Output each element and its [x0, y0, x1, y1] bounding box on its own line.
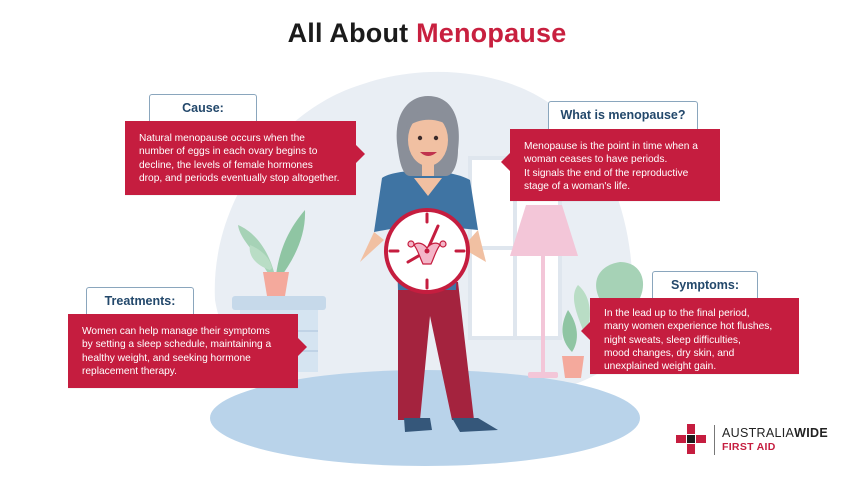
- logo-word2: WIDE: [794, 426, 829, 440]
- symptoms-heading: Symptoms:: [652, 271, 758, 300]
- treatments-line-3: healthy weight, and seeking hormone: [82, 352, 251, 364]
- cause-heading: Cause:: [149, 94, 257, 123]
- logo-sub: FIRST AID: [722, 441, 776, 453]
- treatments-card: Women can help manage their symptoms by …: [68, 314, 307, 388]
- symptoms-line-2: many women experience hot flushes,: [604, 321, 773, 333]
- treatments-line-4: replacement therapy.: [82, 365, 177, 377]
- what-card: Menopause is the point in time when a wo…: [501, 129, 720, 201]
- plant-right: [562, 262, 644, 378]
- uterus-icon: [407, 240, 447, 265]
- logo-cross-icon: [676, 424, 706, 454]
- page-title: All About Menopause: [0, 18, 854, 49]
- what-line-2: woman ceases to have periods.: [524, 154, 668, 166]
- what-line-4: stage of a woman's life.: [524, 180, 631, 192]
- symptoms-line-1: In the lead up to the final period,: [604, 308, 750, 319]
- treatments-line-2: by setting a sleep schedule, maintaining…: [82, 339, 272, 351]
- cause-line-2: number of eggs in each ovary begins to: [139, 146, 318, 158]
- treatments-line-1: Women can help manage their symptoms: [82, 326, 270, 337]
- title-highlight: Menopause: [416, 18, 567, 48]
- cause-card: Natural menopause occurs when the number…: [125, 121, 365, 195]
- symptoms-line-4: mood changes, dry skin, and: [604, 347, 735, 359]
- treatments-heading: Treatments:: [86, 287, 194, 316]
- plant-icon: [238, 210, 306, 296]
- what-heading: What is menopause?: [548, 101, 698, 130]
- logo-brand: AUSTRALIAWIDE: [722, 426, 828, 440]
- logo-word1: AUSTRALIA: [722, 426, 795, 440]
- brand-logo: AUSTRALIAWIDE FIRST AID: [676, 424, 836, 458]
- what-line-3: It signals the end of the reproductive: [524, 167, 689, 179]
- clock-icon: [384, 208, 470, 294]
- cause-line-3: decline, the levels of female hormones: [139, 159, 313, 171]
- cause-line-4: drop, and periods eventually stop altoge…: [139, 172, 340, 184]
- symptoms-card: In the lead up to the final period, many…: [581, 298, 799, 374]
- symptoms-line-3: night sweats, sleep difficulties,: [604, 334, 741, 346]
- symptoms-line-5: unexplained weight gain.: [604, 361, 717, 373]
- lamp-icon: [510, 205, 578, 378]
- what-line-1: Menopause is the point in time when a: [524, 141, 698, 152]
- logo-divider: [714, 425, 715, 455]
- title-prefix: All About: [287, 18, 417, 48]
- cause-line-1: Natural menopause occurs when the: [139, 133, 305, 144]
